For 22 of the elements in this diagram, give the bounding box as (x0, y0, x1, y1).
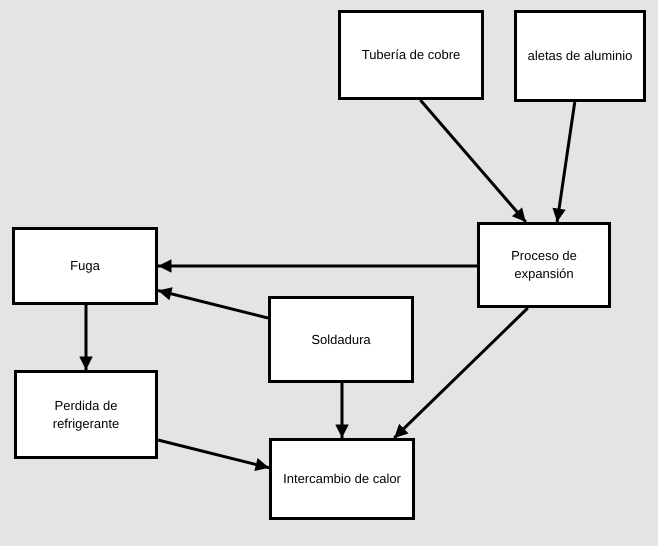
arrow (79, 305, 93, 370)
node-label: Soldadura (311, 330, 371, 348)
process-box (268, 296, 414, 383)
node-label: Tubería de cobre (362, 46, 460, 64)
arrow (158, 438, 270, 472)
process-box (12, 227, 158, 305)
node-label: Proceso de expansión (510, 247, 578, 283)
process-box (269, 438, 415, 520)
arrow (158, 259, 477, 273)
process-box (514, 10, 646, 102)
arrow (158, 287, 268, 320)
process-box (338, 10, 484, 100)
process-box (477, 222, 611, 308)
arrow (335, 383, 349, 438)
node-label: aletas de aluminio (528, 47, 632, 65)
node-label: Perdida de refrigerante (52, 396, 120, 432)
process-box (14, 370, 158, 459)
arrow (419, 99, 527, 223)
arrow (393, 306, 529, 440)
node-label: Fuga (70, 257, 100, 275)
node-label: Intercambio de calor (283, 470, 401, 488)
arrow (552, 102, 576, 222)
